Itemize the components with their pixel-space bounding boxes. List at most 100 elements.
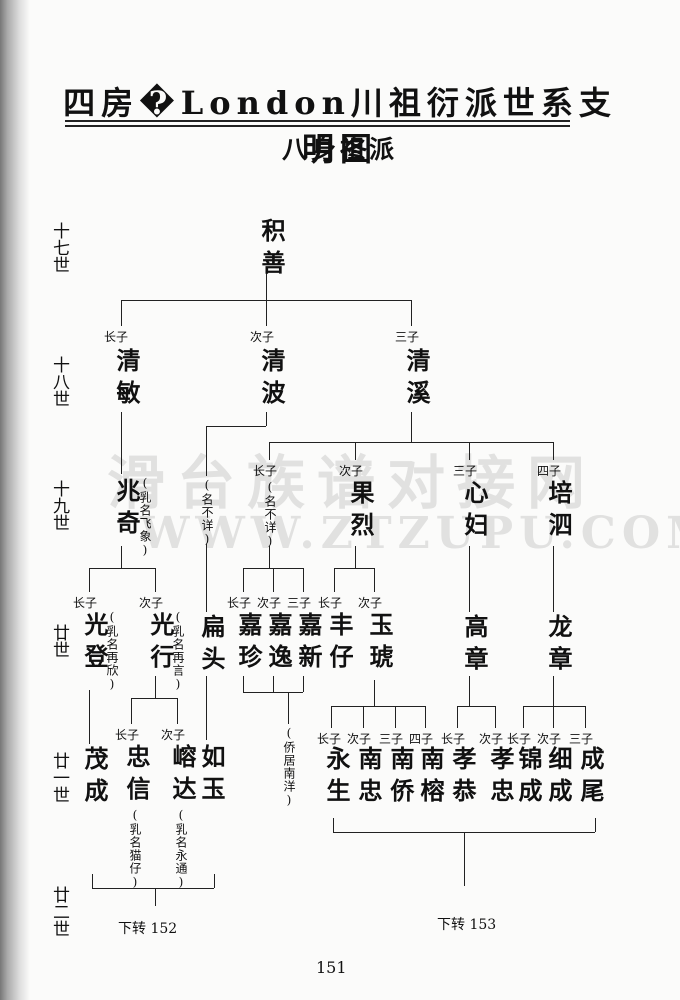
connector-line — [266, 300, 267, 326]
connector-line — [553, 706, 554, 728]
person-jiayi: 嘉逸 — [264, 612, 293, 676]
person-zhongxin: 忠信 — [122, 744, 151, 808]
connector-line — [131, 698, 177, 699]
connector-line — [469, 442, 470, 460]
connector-line — [266, 412, 267, 426]
connector-line — [425, 706, 426, 728]
connector-line — [303, 568, 304, 592]
connector-line — [331, 706, 425, 707]
connector-line — [374, 680, 375, 706]
continue-to-page-153: 下转 153 — [437, 917, 497, 933]
rank-label: 次子 — [339, 464, 364, 478]
connector-line — [266, 272, 267, 300]
person-guangdeng: 光登 — [80, 612, 109, 676]
rank-label: 三子 — [287, 596, 312, 610]
person-chengwei: 成尾 — [576, 746, 605, 810]
connector-line — [553, 546, 554, 612]
connector-line — [553, 676, 554, 706]
connector-line — [206, 426, 266, 427]
person-jishan: 积善 — [257, 218, 286, 282]
connector-line — [303, 676, 304, 692]
rank-label: 次子 — [161, 728, 186, 742]
rank-label: 长子 — [115, 728, 140, 742]
person-qingxi: 清溪 — [402, 348, 431, 412]
connector-line — [177, 698, 178, 724]
person-zhaoqi: 兆奇 — [112, 478, 141, 542]
connector-line — [457, 706, 458, 728]
title-rule-bottom — [65, 125, 570, 127]
rank-label: 长子 — [73, 596, 98, 610]
rank-label: 长子 — [317, 732, 342, 746]
connector-line — [92, 874, 93, 888]
person-qingmin: 清敏 — [112, 348, 141, 412]
connector-line — [269, 442, 270, 460]
rank-label: 次子 — [347, 732, 372, 746]
nickname-note: (乳名永通) — [174, 808, 188, 890]
person-maocheng: 茂成 — [80, 746, 109, 810]
connector-line — [155, 676, 156, 698]
connector-line — [214, 874, 215, 888]
connector-line — [131, 698, 132, 724]
connector-line — [355, 442, 356, 460]
connector-line — [585, 706, 586, 728]
connector-line — [243, 676, 244, 692]
person-nanrong: 南榕 — [416, 746, 445, 810]
person-yuhu: 玉琥 — [365, 612, 394, 676]
rank-label: 长子 — [507, 732, 532, 746]
person-gaozhang: 高章 — [460, 614, 489, 678]
connector-line — [334, 568, 335, 592]
connector-line — [206, 426, 207, 476]
connector-line — [89, 690, 90, 744]
generation-label: 十七世 — [49, 222, 69, 273]
rank-label: 三子 — [379, 732, 404, 746]
connector-line — [243, 568, 244, 592]
page-title: 四房�London川祖衍派世系支明图 — [63, 84, 617, 168]
rank-label: 次子 — [250, 330, 275, 344]
connector-line — [243, 692, 303, 693]
connector-line — [355, 546, 356, 568]
person-rongda: 嵱达 — [168, 744, 197, 808]
connector-line — [288, 692, 289, 724]
person-guangxing: 光行 — [146, 612, 175, 676]
connector-line — [411, 412, 412, 442]
connector-line — [206, 544, 207, 612]
connector-line — [273, 676, 274, 692]
rank-label: 长子 — [227, 596, 252, 610]
watermark-cn: 滑台族谱对接网 — [106, 449, 597, 517]
rank-label: 次子 — [139, 596, 164, 610]
person-xiaozhong: 孝忠 — [486, 746, 515, 810]
connector-line — [121, 412, 122, 474]
name-unknown-note: (名不详) — [263, 480, 277, 549]
connector-line — [553, 442, 554, 460]
scan-shadow-edge — [0, 0, 30, 1000]
rank-label: 次子 — [479, 732, 504, 746]
person-longzhang: 龙章 — [544, 614, 573, 678]
person-jincheng: 锦成 — [514, 746, 543, 810]
connector-line — [331, 706, 332, 728]
person-ruyu: 如玉 — [197, 744, 226, 808]
generation-label: 十八世 — [49, 356, 69, 407]
connector-line — [363, 706, 364, 728]
nickname-note: (乳名再言) — [171, 610, 185, 692]
rank-label: 次子 — [257, 596, 282, 610]
page-subtitle: 八身祖派 — [281, 135, 398, 164]
continue-to-page-152: 下转 152 — [118, 921, 178, 937]
person-biantou: 扁头 — [197, 614, 226, 678]
rank-label: 三子 — [569, 732, 594, 746]
person-qingbo: 清波 — [257, 348, 286, 412]
connector-line — [374, 568, 375, 592]
rank-label: 长子 — [318, 596, 343, 610]
rank-label: 四子 — [537, 464, 562, 478]
person-yongsheng: 永生 — [322, 746, 351, 810]
nickname-note: (乳名飞象) — [138, 476, 152, 558]
connector-line — [395, 706, 396, 728]
connector-line — [523, 706, 524, 728]
person-jiazhen: 嘉珍 — [234, 612, 263, 676]
rank-label: 长子 — [441, 732, 466, 746]
connector-line — [595, 818, 596, 832]
rank-label: 次子 — [358, 596, 383, 610]
nickname-note: (乳名再欣) — [105, 610, 119, 692]
nickname-note: (乳名猫仔) — [128, 808, 142, 890]
title-rule-top — [65, 120, 570, 122]
generation-label: 十九世 — [49, 480, 69, 531]
